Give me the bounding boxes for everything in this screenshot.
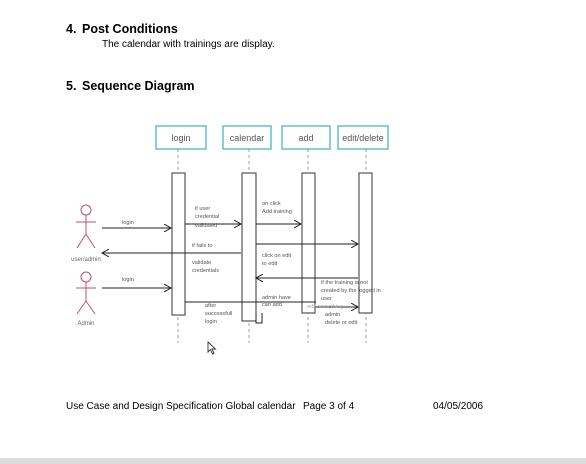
footer-page-number: Page 3 of 4	[303, 401, 355, 412]
page-gap	[0, 458, 586, 464]
message-label: if user	[195, 206, 210, 212]
message-label: on click	[262, 201, 281, 207]
message-label: can add	[262, 302, 282, 308]
section-number: 5.	[66, 79, 77, 93]
lifeline-label: edit/delete	[342, 133, 384, 143]
message-label: admin	[325, 312, 340, 318]
message-label: credentials	[192, 268, 219, 274]
lifeline-label: login	[171, 133, 190, 143]
sequence-diagram-svg: login calendar add edit/delete	[71, 125, 389, 343]
message-label: login	[122, 220, 134, 226]
message-label: if the training is not	[321, 280, 368, 286]
actor-admin-figure	[76, 271, 96, 315]
message-label: validate	[192, 260, 211, 266]
section-number: 4.	[66, 22, 77, 36]
message-label: after	[205, 303, 216, 309]
message-label: successfull	[205, 311, 232, 317]
footer-date: 04/05/2006	[433, 401, 484, 412]
lifeline-header-calendar: calendar	[222, 125, 272, 150]
section-heading-sequence-diagram: 5. Sequence Diagram	[66, 79, 195, 93]
lifeline-header-login: login	[155, 125, 207, 150]
section-title: Sequence Diagram	[82, 79, 195, 93]
message-label: user	[321, 296, 332, 302]
lifeline-label: add	[298, 133, 313, 143]
message-label: delete or edit	[325, 320, 358, 326]
message-label: admin have	[262, 295, 291, 301]
lifeline-header-add: add	[281, 125, 331, 150]
message-label: created by the logged in	[321, 288, 381, 294]
message-label: credential	[195, 214, 219, 220]
message-label: Add training	[262, 209, 292, 215]
message-label: validated	[195, 223, 217, 229]
message-label: edit something	[307, 304, 343, 310]
actor-user-admin-figure	[76, 204, 96, 249]
post-conditions-text: The calendar with trainings are display.	[102, 39, 275, 50]
lifeline-label: calendar	[230, 133, 265, 143]
section-heading-post-conditions: 4. Post Conditions	[66, 22, 178, 36]
message-label: click on edit	[262, 253, 292, 259]
sequence-diagram: login calendar add edit/delete	[62, 120, 402, 355]
message-label: to edit	[262, 261, 278, 267]
actor-label-user-admin: user/admin	[71, 257, 101, 263]
message-label: if fails to	[192, 243, 213, 249]
footer-document-title: Use Case and Design Specification Global…	[66, 401, 296, 412]
mouse-pointer-icon	[207, 340, 217, 360]
message-label: login	[122, 277, 134, 283]
actor-label-admin: Admin	[77, 321, 94, 327]
lifeline-header-edit-delete: edit/delete	[337, 125, 389, 150]
message-label: login	[205, 319, 217, 325]
message-arrows	[102, 224, 358, 324]
section-title: Post Conditions	[82, 22, 178, 36]
